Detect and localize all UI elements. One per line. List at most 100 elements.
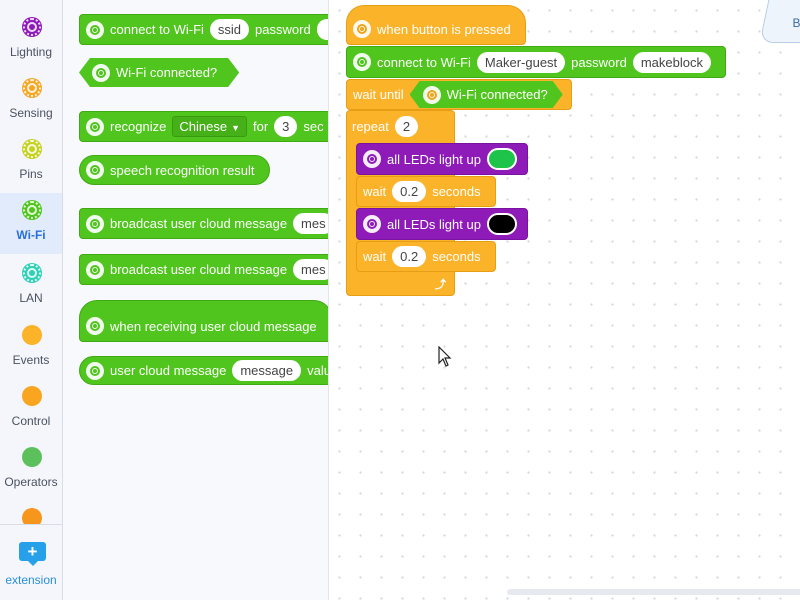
block-text: broadcast user cloud message [110,216,288,231]
dropdown-arrow-icon: ▼ [231,123,240,133]
lighting-gear-icon [22,17,42,37]
block-text: when receiving user cloud message [110,318,317,334]
category-label: Control [11,414,51,428]
block-text: wait until [353,87,404,102]
wifi-extension-icon [86,20,104,39]
wifi-connected-condition[interactable]: Wi-Fi connected? [410,81,563,108]
block-text: repeat [352,119,389,134]
block-text: seconds [432,184,481,199]
category-pins[interactable]: Pins [0,132,62,193]
wifi-extension-icon [86,361,104,380]
wifi-extension-icon [353,53,371,71]
category-lighting[interactable]: Lighting [0,10,62,71]
wifi-extension-icon [86,317,104,335]
block-text: recognize [110,119,167,134]
wifi-gear-icon [22,200,42,220]
message-input[interactable]: mes [293,213,328,234]
category-label: Sensing [9,106,53,120]
connect-wifi-block[interactable]: connect to Wi-Fi Maker-guest password ma… [346,46,726,78]
extension-label: extension [5,573,57,587]
language-dropdown[interactable]: Chinese▼ [172,116,247,137]
block-text: sec [303,119,324,134]
password-input[interactable]: makeblock [632,51,711,73]
palette-broadcast-block[interactable]: broadcast user cloud message mes [79,208,328,239]
block-text: Wi-Fi connected? [116,65,218,80]
board-icon [353,20,371,38]
device-tab[interactable]: B [759,0,800,43]
block-text: seconds [432,249,481,264]
palette-wifi-connected-block[interactable]: Wi-Fi connected? [79,58,239,87]
block-text: connect to Wi-Fi [377,54,471,70]
all-leds-light-up-block[interactable]: all LEDs light up [356,208,528,240]
palette-cloud-message-block[interactable]: user cloud message message valu [79,356,329,385]
block-text: speech recognition result [110,162,255,178]
plus-icon: + [19,542,46,566]
palette-when-receiving-block[interactable]: when receiving user cloud message [79,300,328,342]
block-text: Wi-Fi connected? [446,87,548,102]
category-events[interactable]: Events [0,318,62,379]
horizontal-scrollbar[interactable] [507,589,800,595]
block-text: broadcast user cloud message [110,262,288,277]
category-control[interactable]: Control [0,379,62,440]
block-text: all LEDs light up [387,151,481,167]
wifi-extension-icon [86,214,104,233]
block-text: when button is pressed [377,21,511,37]
script-workspace[interactable]: B ⤴ when button is pressed connect to Wi… [329,0,800,600]
category-label: Operators [4,475,58,489]
wifi-extension-icon [86,117,104,136]
message-input[interactable]: message [232,360,302,381]
palette-broadcast-and-wait-block[interactable]: broadcast user cloud message mes [79,254,328,285]
password-input[interactable] [316,19,328,40]
category-operators[interactable]: Operators [0,440,62,501]
variables-circle-icon [22,508,42,524]
block-text: for [253,119,269,134]
seconds-input[interactable]: 3 [274,116,298,137]
lan-gear-icon [22,263,42,283]
wait-seconds-block[interactable]: wait 0.2 seconds [356,241,496,272]
category-label: LAN [19,291,43,305]
palette-recognize-block[interactable]: recognize Chinese▼ for 3 sec [79,111,328,142]
when-button-pressed-block[interactable]: when button is pressed [346,5,526,45]
ssid-input[interactable]: ssid [209,19,250,40]
palette-speech-result-block[interactable]: speech recognition result [79,155,270,185]
category-lan[interactable]: LAN [0,256,62,317]
category-label: Lighting [9,45,53,59]
lighting-extension-icon [363,150,381,168]
repeat-block[interactable]: repeat 2 [346,111,432,142]
color-picker[interactable] [486,148,517,170]
color-picker[interactable] [486,213,517,235]
seconds-input[interactable]: 0.2 [392,246,427,267]
repeat-count-input[interactable]: 2 [394,116,419,137]
category-label: Pins [19,167,43,181]
block-text: all LEDs light up [387,216,481,232]
seconds-input[interactable]: 0.2 [392,181,427,202]
wait-seconds-block[interactable]: wait 0.2 seconds [356,176,496,207]
message-input[interactable]: mes [293,259,328,280]
block-text: valu [307,363,329,378]
mouse-cursor-icon [438,346,452,367]
wait-until-block[interactable]: wait until Wi-Fi connected? [346,79,572,110]
all-leds-light-up-block[interactable]: all LEDs light up [356,143,528,175]
extension-button[interactable]: + extension [0,524,62,600]
palette-connect-wifi-block[interactable]: connect to Wi-Fi ssid password [79,14,328,45]
wifi-extension-icon [423,86,441,104]
loop-arrow-icon: ⤴ [435,279,446,291]
language-value: Chinese [179,119,228,134]
operators-circle-icon [22,447,42,467]
wifi-extension-icon [92,64,110,82]
lighting-extension-icon [363,215,381,233]
block-text: password [255,22,311,37]
category-wifi[interactable]: Wi-Fi [0,193,62,254]
category-sensing[interactable]: Sensing [0,71,62,132]
wifi-extension-icon [86,260,104,279]
sensing-gear-icon [22,78,42,98]
block-text: password [571,54,627,70]
pins-gear-icon [22,139,42,159]
block-text: wait [363,184,387,199]
block-text: connect to Wi-Fi [110,22,204,37]
wifi-extension-icon [86,161,104,179]
category-label: Wi-Fi [16,228,46,242]
events-circle-icon [22,325,42,345]
ssid-input[interactable]: Maker-guest [476,51,566,73]
category-variables-partial[interactable] [0,501,62,524]
